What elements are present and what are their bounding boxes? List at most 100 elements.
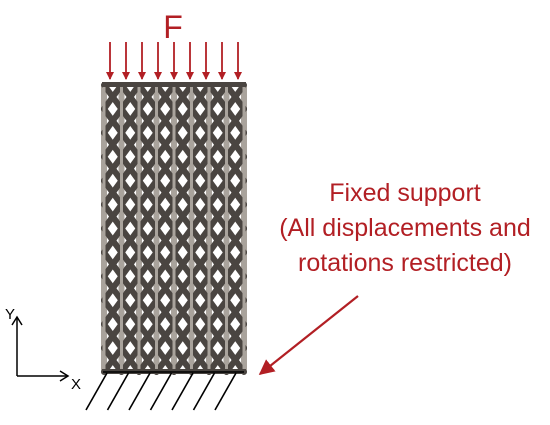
- lattice-diagonal-strut: [136, 129, 160, 160]
- force-arrowhead: [202, 72, 210, 80]
- lattice-diagonal-strut: [223, 273, 247, 304]
- lattice-diagonal-strut: [153, 297, 177, 328]
- lattice-diagonal-strut: [223, 105, 247, 136]
- lattice-structure: [101, 82, 247, 375]
- force-arrowhead: [106, 72, 114, 80]
- lattice-diagonal-strut: [206, 321, 230, 352]
- lattice-diagonal-strut: [206, 297, 230, 328]
- x-axis-label: X: [71, 376, 81, 393]
- lattice-diagonal-strut: [153, 177, 177, 208]
- lattice-diagonal-strut: [101, 177, 125, 208]
- lattice-vertical-strut-core: [172, 85, 176, 372]
- lattice-diagonal-strut: [136, 249, 160, 280]
- lattice-diagonal-strut: [188, 225, 212, 256]
- ground-hatch-line: [192, 372, 216, 411]
- lattice-diagonal-strut: [136, 82, 160, 112]
- lattice-vertical-strut-core: [225, 85, 228, 372]
- lattice-diagonal-strut: [171, 177, 195, 208]
- lattice-diagonal-strut: [188, 153, 212, 184]
- lattice-diagonal-strut: [206, 82, 230, 112]
- lattice-diagonal-strut: [153, 153, 177, 184]
- lattice-diagonal-strut: [171, 321, 195, 352]
- x-axis-arrowhead: [59, 370, 70, 382]
- lattice-diagonal-strut: [171, 297, 195, 328]
- ground-hatch-line: [171, 372, 194, 411]
- lattice-diagonal-strut: [136, 273, 160, 304]
- lattice-diagonal-strut: [171, 201, 195, 232]
- lattice-diagonal-strut: [171, 225, 195, 256]
- fixed-support-ground: [85, 371, 244, 411]
- lattice-diagonal-strut: [136, 225, 160, 256]
- lattice-top-plate: [102, 82, 246, 87]
- lattice-diagonal-strut: [118, 153, 142, 184]
- lattice-diagonal-strut: [153, 201, 177, 232]
- lattice-diagonal-strut: [223, 129, 247, 160]
- lattice-diagonal-strut: [153, 225, 177, 256]
- lattice-diagonal-strut: [206, 201, 230, 232]
- lattice-diagonal-strut: [188, 297, 212, 328]
- lattice-diagonal-strut: [188, 345, 212, 375]
- lattice-diagonal-strut: [206, 177, 230, 208]
- lattice-diagonal-strut: [188, 321, 212, 352]
- y-axis-label: Y: [5, 306, 15, 323]
- lattice-diagonal-strut: [153, 82, 177, 112]
- lattice-diagonal-strut: [153, 129, 177, 160]
- force-arrowhead: [186, 72, 194, 80]
- lattice-diagonal-strut: [136, 177, 160, 208]
- lattice-diagonal-strut: [223, 297, 247, 328]
- lattice-diagonal-strut: [101, 321, 125, 352]
- lattice-diagonal-strut: [118, 297, 142, 328]
- ground-hatch: [85, 372, 237, 411]
- lattice-diagonal-strut: [223, 153, 247, 184]
- force-arrowhead: [170, 72, 178, 80]
- lattice-vertical-strut-core: [137, 85, 141, 372]
- lattice-diagonal-strut: [136, 153, 160, 184]
- force-arrowhead: [218, 72, 226, 80]
- lattice-vertical-strut-core: [207, 85, 211, 372]
- lattice-diagonal-strut: [101, 297, 125, 328]
- lattice-vertical-strut-core: [242, 85, 246, 372]
- ground-hatch-line: [128, 372, 151, 411]
- support-pointer-arrow: [258, 295, 359, 375]
- lattice-diagonal-strut: [101, 273, 125, 304]
- lattice-diagonal-strut: [136, 321, 160, 352]
- lattice-diagonal-strut: [101, 345, 125, 375]
- force-arrowhead: [138, 72, 146, 80]
- lattice-diagonal-strut: [171, 249, 195, 280]
- ground-hatch-line: [214, 372, 237, 411]
- lattice-diagonal-strut: [118, 129, 142, 160]
- lattice-diagonal-strut: [223, 345, 247, 375]
- lattice-vertical-strut-core: [155, 85, 158, 372]
- lattice-diagonal-strut: [118, 225, 142, 256]
- lattice-diagonal-strut: [171, 105, 195, 136]
- y-axis-arrowhead: [11, 315, 23, 326]
- lattice-diagonal-strut: [188, 273, 212, 304]
- lattice-diagonal-strut: [136, 345, 160, 375]
- lattice-diagonal-strut: [206, 273, 230, 304]
- lattice-diagonal-strut: [188, 177, 212, 208]
- lattice-diagonal-strut: [153, 105, 177, 136]
- lattice-diagonal-strut: [153, 273, 177, 304]
- lattice-diagonal-strut: [188, 82, 212, 112]
- lattice-diagonal-strut: [223, 82, 247, 112]
- lattice-diagonal-strut: [206, 105, 230, 136]
- lattice-diagonal-strut: [206, 345, 230, 375]
- lattice-diagonal-strut: [188, 201, 212, 232]
- support-label-line-2: (All displacements and: [279, 214, 531, 242]
- lattice-diagonal-strut: [223, 249, 247, 280]
- lattice-diagonal-strut: [153, 249, 177, 280]
- lattice-diagonal-strut: [206, 249, 230, 280]
- lattice-diagonal-strut: [118, 345, 142, 375]
- lattice-diagonal-strut: [223, 201, 247, 232]
- lattice-diagonal-strut: [171, 153, 195, 184]
- force-arrows: [106, 42, 242, 80]
- lattice-diagonal-strut: [153, 345, 177, 375]
- lattice-diagonal-strut: [188, 105, 212, 136]
- lattice-diagonal-strut: [171, 129, 195, 160]
- lattice-diagonal-strut: [118, 177, 142, 208]
- lattice-diagonal-strut: [101, 105, 125, 136]
- coordinate-axes: Y X: [5, 306, 81, 393]
- lattice-diagonal-strut: [101, 249, 125, 280]
- lattice-diagonal-strut: [171, 273, 195, 304]
